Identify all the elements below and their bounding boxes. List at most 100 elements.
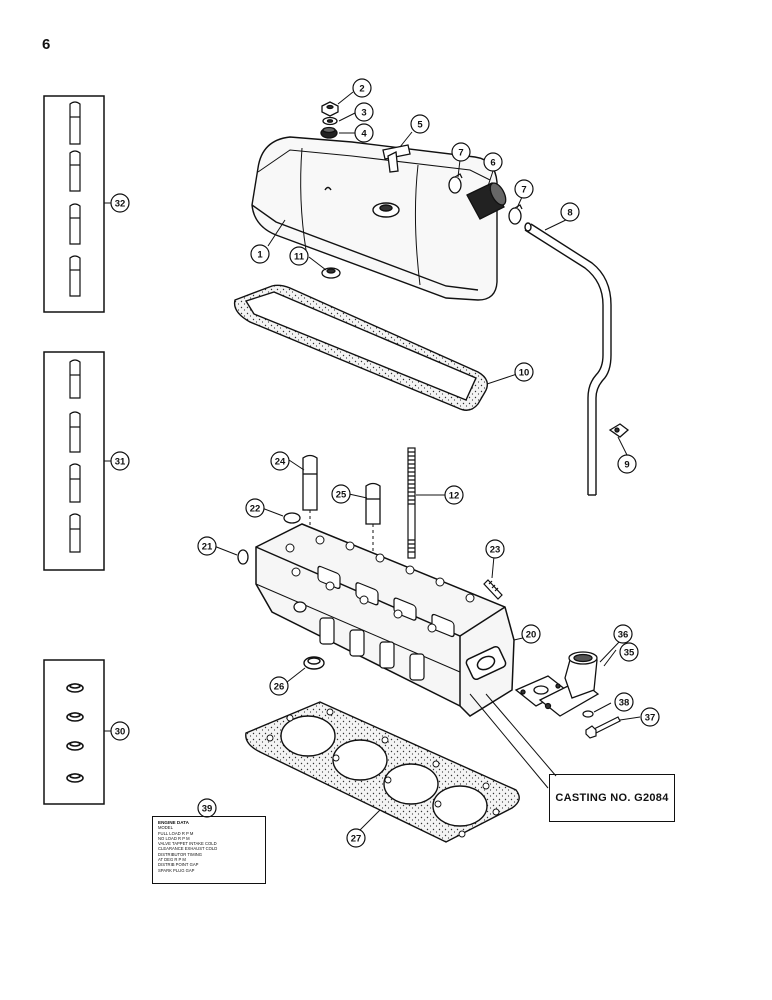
callout-31: 31 bbox=[110, 451, 130, 471]
callout-number: 8 bbox=[567, 207, 572, 218]
head-stud-12 bbox=[407, 447, 416, 559]
callout-circle bbox=[289, 246, 309, 266]
callout-number: 31 bbox=[115, 456, 126, 467]
callout-number: 39 bbox=[202, 803, 213, 814]
expansion-plug-21 bbox=[237, 549, 249, 565]
callout-number: 1 bbox=[257, 249, 263, 260]
callout-number: 27 bbox=[351, 833, 362, 844]
callout-24: 24 bbox=[270, 451, 290, 471]
kit-box-31-valve-guides bbox=[43, 351, 112, 571]
callout-circle bbox=[483, 152, 503, 172]
callout-circle bbox=[354, 102, 374, 122]
callout-circle bbox=[451, 142, 471, 162]
housing-gasket-36 bbox=[514, 675, 568, 707]
callout-circle bbox=[352, 78, 372, 98]
engine-data-line: AT DEG R P M bbox=[158, 857, 186, 863]
engine-data-plate-39: ENGINE DATA MODEL FULL LOAD R P M NO LOA… bbox=[152, 816, 266, 884]
callout-circle bbox=[197, 798, 217, 818]
callout-circle bbox=[485, 539, 505, 559]
valve-guide-icon bbox=[69, 101, 81, 297]
callout-38: 38 bbox=[614, 692, 634, 712]
callout-circle bbox=[110, 193, 130, 213]
callout-circle bbox=[619, 642, 639, 662]
callout-number: 36 bbox=[618, 629, 629, 640]
callout-7: 7 bbox=[451, 142, 471, 162]
callout-21: 21 bbox=[197, 536, 217, 556]
callout-12: 12 bbox=[444, 485, 464, 505]
callout-number: 24 bbox=[275, 456, 286, 467]
callout-circle bbox=[640, 707, 660, 727]
engine-data-line: CLEARANCE EXHAUST COLD bbox=[158, 846, 218, 852]
callout-4: 4 bbox=[354, 123, 374, 143]
callout-5: 5 bbox=[410, 114, 430, 134]
callout-circle bbox=[354, 123, 374, 143]
engine-data-line: NO LOAD R P M bbox=[158, 835, 190, 841]
callout-number: 20 bbox=[526, 629, 537, 640]
cap-screw-37 bbox=[585, 716, 621, 739]
callout-circle bbox=[270, 451, 290, 471]
callout-layer: 1234567789101112202122232425262730313235… bbox=[110, 78, 660, 848]
callout-2: 2 bbox=[352, 78, 372, 98]
callout-26: 26 bbox=[269, 676, 289, 696]
callout-10: 10 bbox=[514, 362, 534, 382]
callout-number: 7 bbox=[458, 147, 463, 158]
callout-number: 23 bbox=[490, 544, 501, 555]
engine-data-line: VALVE TAPPET INTAKE COLD bbox=[158, 841, 217, 847]
breather-pipe-8 bbox=[524, 222, 612, 496]
callout-number: 37 bbox=[645, 712, 656, 723]
casting-number-label: CASTING NO. G2084 bbox=[549, 774, 675, 822]
water-outlet-35 bbox=[538, 651, 600, 717]
callout-circle bbox=[250, 244, 270, 264]
cover-gasket-10 bbox=[233, 284, 488, 411]
callout-11: 11 bbox=[289, 246, 309, 266]
callout-37: 37 bbox=[640, 707, 660, 727]
callout-circle bbox=[514, 179, 534, 199]
callout-36: 36 bbox=[613, 624, 633, 644]
seat-seal-26 bbox=[303, 656, 325, 670]
callout-3: 3 bbox=[354, 102, 374, 122]
callout-number: 26 bbox=[274, 681, 285, 692]
engine-data-line: DISTRIB POINT GAP bbox=[158, 862, 199, 868]
callout-7: 7 bbox=[514, 179, 534, 199]
engine-data-plate-title: ENGINE DATA bbox=[158, 820, 189, 825]
callout-number: 25 bbox=[336, 489, 347, 500]
engine-data-line: FULL LOAD R P M bbox=[158, 830, 194, 836]
page-number: 6 bbox=[42, 36, 51, 53]
cover-seal-4 bbox=[320, 126, 338, 139]
engine-data-line: MODEL bbox=[158, 825, 173, 831]
cylinder-head-20 bbox=[255, 523, 515, 717]
callout-number: 3 bbox=[361, 107, 366, 118]
callout-circle bbox=[514, 362, 534, 382]
cover-nut-2 bbox=[321, 101, 339, 117]
callout-number: 30 bbox=[115, 726, 126, 737]
breather-hose-6 bbox=[466, 182, 507, 220]
callout-1: 1 bbox=[250, 244, 270, 264]
callout-number: 21 bbox=[202, 541, 213, 552]
cover-washer-3 bbox=[322, 116, 338, 126]
callout-circle bbox=[444, 485, 464, 505]
callout-number: 2 bbox=[359, 83, 364, 94]
pipe-clip-9 bbox=[608, 423, 630, 438]
callout-9: 9 bbox=[617, 454, 637, 474]
expansion-plug-22 bbox=[283, 512, 301, 524]
callout-number: 11 bbox=[294, 251, 305, 262]
callout-circle bbox=[614, 692, 634, 712]
callout-circle bbox=[410, 114, 430, 134]
hose-clamp-7b bbox=[508, 204, 523, 225]
callout-circle bbox=[560, 202, 580, 222]
callout-circle bbox=[110, 451, 130, 471]
callout-number: 9 bbox=[624, 459, 629, 470]
stud-23 bbox=[483, 579, 503, 600]
callout-39: 39 bbox=[197, 798, 217, 818]
callout-number: 10 bbox=[519, 367, 530, 378]
callout-8: 8 bbox=[560, 202, 580, 222]
callout-number: 12 bbox=[449, 490, 460, 501]
callout-circle bbox=[346, 828, 366, 848]
callout-number: 22 bbox=[250, 503, 261, 514]
callout-circle bbox=[613, 624, 633, 644]
rubber-grommet-11 bbox=[321, 267, 341, 279]
seat-insert-icon bbox=[66, 683, 84, 783]
callout-23: 23 bbox=[485, 539, 505, 559]
engine-data-line: DISTRIBUTOR TIMING bbox=[158, 851, 203, 857]
